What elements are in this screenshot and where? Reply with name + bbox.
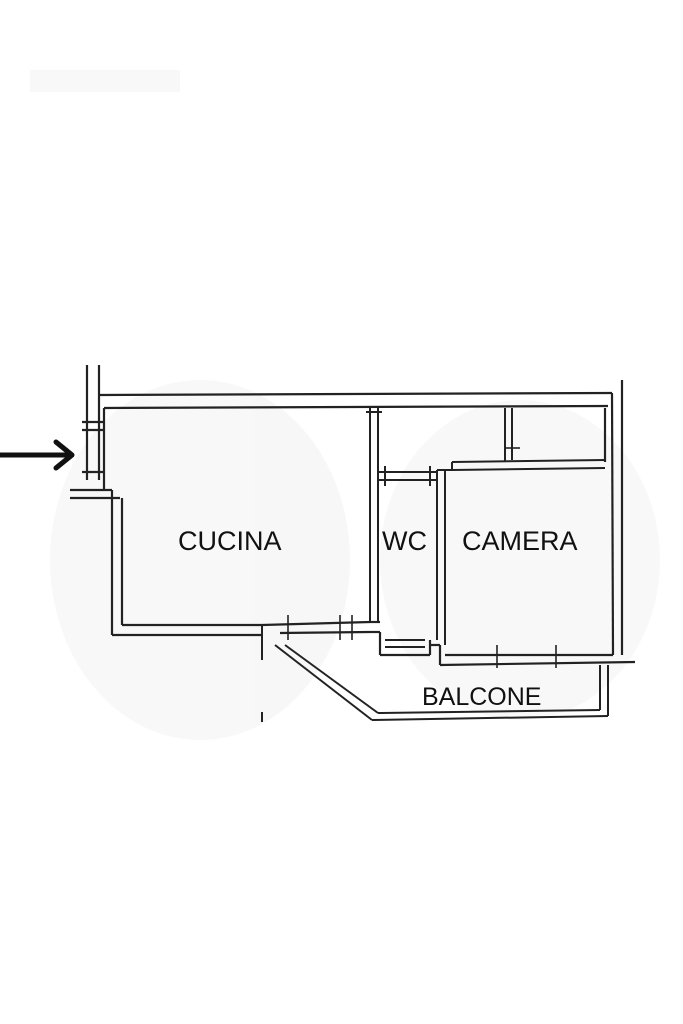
room-label-camera: CAMERA: [462, 526, 578, 556]
balcony-outline: [261, 625, 609, 722]
interior-walls: [366, 408, 606, 648]
room-label-cucina: CUCINA: [178, 526, 282, 556]
scan-smudges: [30, 70, 660, 740]
room-label-balcone: BALCONE: [422, 683, 542, 711]
room-label-wc: WC: [382, 526, 427, 556]
window-ticks: [287, 447, 557, 668]
entrance-arrow-icon: [0, 439, 75, 471]
exterior-walls: [70, 365, 636, 667]
